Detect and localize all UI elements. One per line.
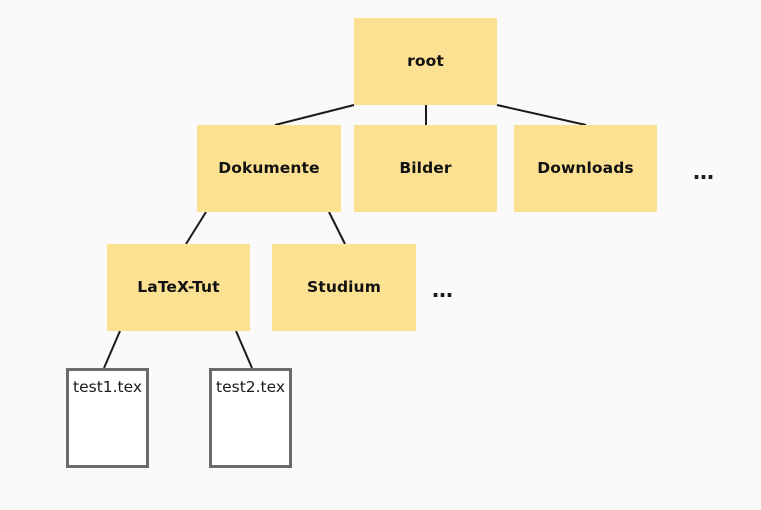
folder-node-bilder[interactable]: Bilder <box>354 125 497 212</box>
node-label: test1.tex <box>73 378 143 396</box>
node-label: Downloads <box>537 158 634 177</box>
ellipsis-level2-more: … <box>432 278 455 302</box>
node-label: root <box>407 51 444 70</box>
tree-edge-dokumente-to-studium <box>328 211 346 245</box>
tree-edge-latextut-to-test2 <box>235 330 253 369</box>
node-label: Dokumente <box>218 158 320 177</box>
node-label: Bilder <box>399 158 452 177</box>
folder-node-latextut[interactable]: LaTeX-Tut <box>107 244 250 331</box>
ellipsis-level1-more: … <box>693 160 716 184</box>
tree-edge-dokumente-to-latextut <box>185 211 207 245</box>
tree-edge-latextut-to-test1 <box>103 330 121 369</box>
folder-node-studium[interactable]: Studium <box>272 244 416 331</box>
node-label: LaTeX-Tut <box>137 277 220 296</box>
file-node-test2[interactable]: test2.tex <box>209 368 292 468</box>
file-node-test1[interactable]: test1.tex <box>66 368 149 468</box>
node-label: test2.tex <box>216 378 286 396</box>
folder-node-downloads[interactable]: Downloads <box>514 125 657 212</box>
node-label: Studium <box>307 277 381 296</box>
tree-edge-root-to-downloads <box>496 104 587 126</box>
folder-node-dokumente[interactable]: Dokumente <box>197 125 341 212</box>
folder-node-root[interactable]: root <box>354 18 497 105</box>
tree-edge-root-to-dokumente <box>274 104 355 126</box>
